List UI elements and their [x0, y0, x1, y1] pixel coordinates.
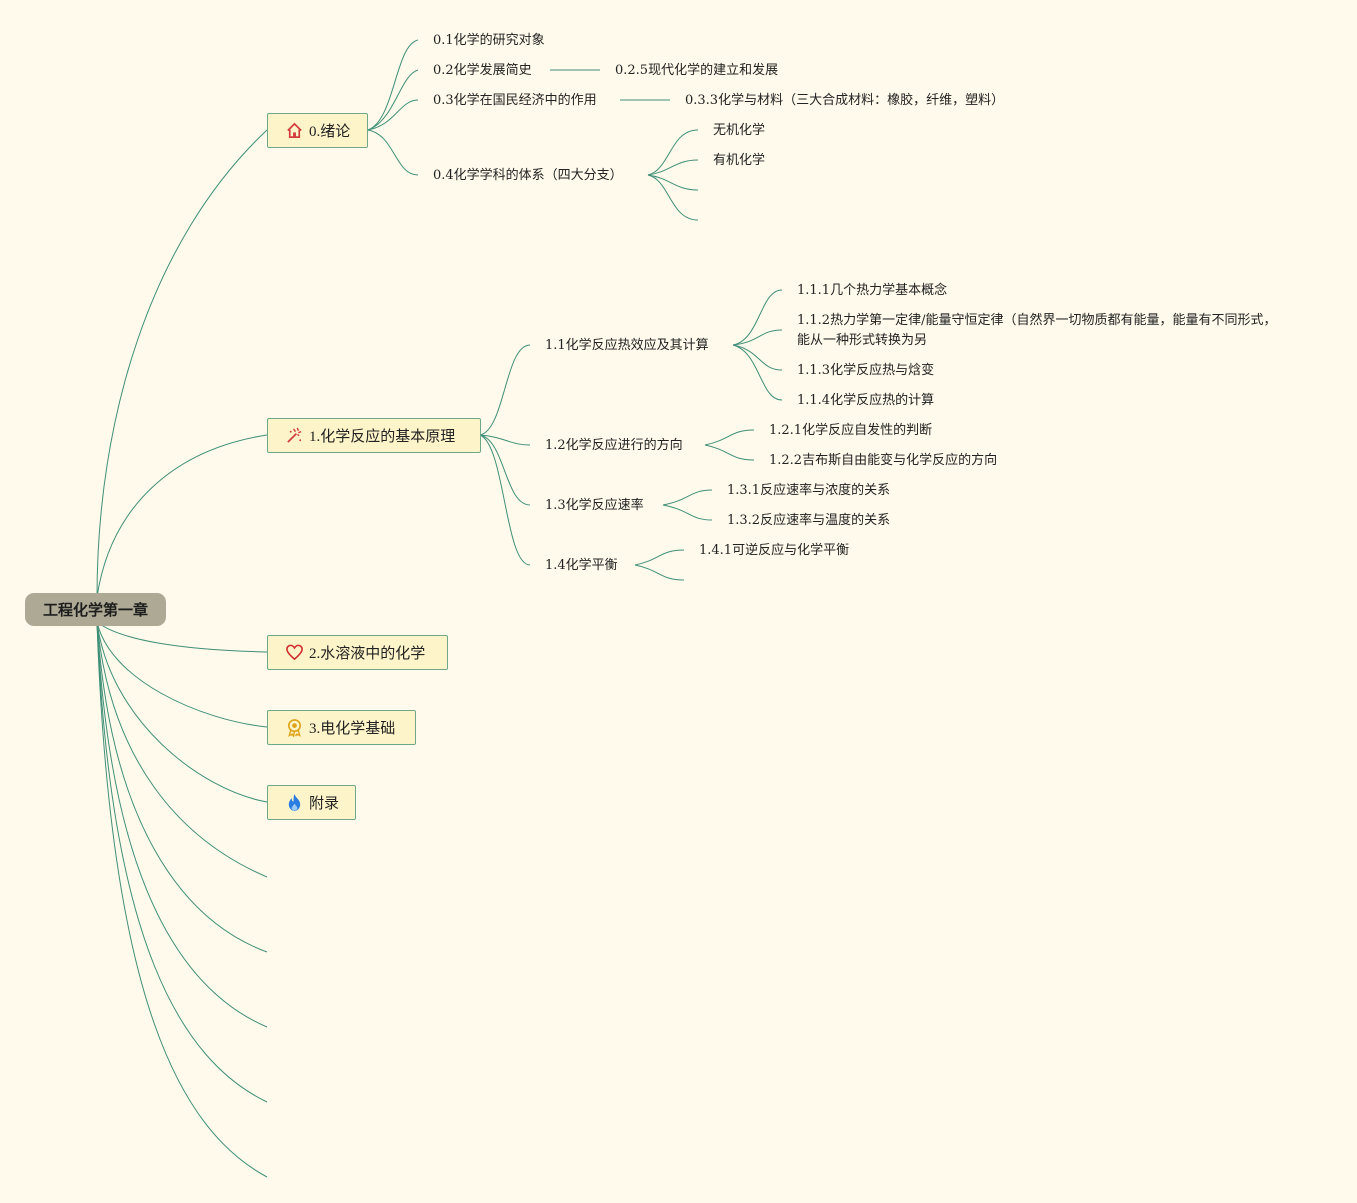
subtopic-research-object[interactable]: 0.1化学的研究对象	[433, 33, 545, 48]
topic-label: 2.水溶液中的化学	[309, 646, 426, 662]
topic-label: 3.电化学基础	[309, 721, 396, 737]
topic-aqueous-chemistry[interactable]: 2.水溶液中的化学	[267, 635, 448, 670]
subtopic-thermo-concepts[interactable]: 1.1.1几个热力学基本概念	[797, 283, 948, 298]
subtopic-modern-chemistry[interactable]: 0.2.5现代化学的建立和发展	[615, 63, 779, 78]
subtopic-reversible-reaction[interactable]: 1.4.1可逆反应与化学平衡	[699, 543, 850, 558]
subtopic-rate-temperature[interactable]: 1.3.2反应速率与温度的关系	[727, 513, 891, 528]
root-topic[interactable]: 工程化学第一章	[25, 593, 166, 626]
subtopic-first-law[interactable]: 1.1.2热力学第一定律/能量守恒定律（自然界一切物质都有能量，能量有不同形式，…	[797, 313, 1277, 348]
subtopic-chemistry-history[interactable]: 0.2化学发展简史	[433, 63, 532, 78]
root-label: 工程化学第一章	[42, 601, 148, 619]
topic-electrochemistry[interactable]: 3.电化学基础	[267, 710, 416, 745]
topic-label: 0.绪论	[309, 124, 351, 140]
topic-introduction[interactable]: 0.绪论	[267, 113, 368, 148]
topic-reaction-principles[interactable]: 1.化学反应的基本原理	[267, 418, 481, 453]
subtopic-chemistry-materials[interactable]: 0.3.3化学与材料（三大合成材料：橡胶，纤维，塑料）	[685, 93, 1005, 108]
subtopic-chemical-equilibrium[interactable]: 1.4化学平衡	[545, 558, 618, 573]
subtopic-reaction-rate[interactable]: 1.3化学反应速率	[545, 498, 644, 513]
subtopic-heat-calculation[interactable]: 1.1.4化学反应热的计算	[797, 393, 935, 408]
subtopic-discipline-system[interactable]: 0.4化学学科的体系（四大分支）	[433, 168, 623, 183]
subtopic-economic-role[interactable]: 0.3化学在国民经济中的作用	[433, 93, 597, 108]
topic-label: 1.化学反应的基本原理	[309, 429, 456, 445]
subtopic-enthalpy-change[interactable]: 1.1.3化学反应热与焓变	[797, 363, 935, 378]
subtopic-inorganic-chemistry[interactable]: 无机化学	[713, 123, 766, 138]
subtopic-organic-chemistry[interactable]: 有机化学	[713, 153, 766, 168]
medal-icon	[285, 718, 304, 737]
magic-wand-icon	[285, 426, 304, 445]
heart-icon	[285, 643, 304, 662]
subtopic-gibbs-energy[interactable]: 1.2.2吉布斯自由能变与化学反应的方向	[769, 453, 998, 468]
flame-icon	[285, 793, 304, 812]
topic-label: 附录	[309, 796, 340, 812]
subtopic-reaction-heat[interactable]: 1.1化学反应热效应及其计算	[545, 338, 709, 353]
topic-appendix[interactable]: 附录	[267, 785, 356, 820]
subtopic-rate-concentration[interactable]: 1.3.1反应速率与浓度的关系	[727, 483, 891, 498]
house-icon	[285, 121, 304, 140]
subtopic-spontaneity[interactable]: 1.2.1化学反应自发性的判断	[769, 423, 933, 438]
subtopic-reaction-direction[interactable]: 1.2化学反应进行的方向	[545, 438, 683, 453]
